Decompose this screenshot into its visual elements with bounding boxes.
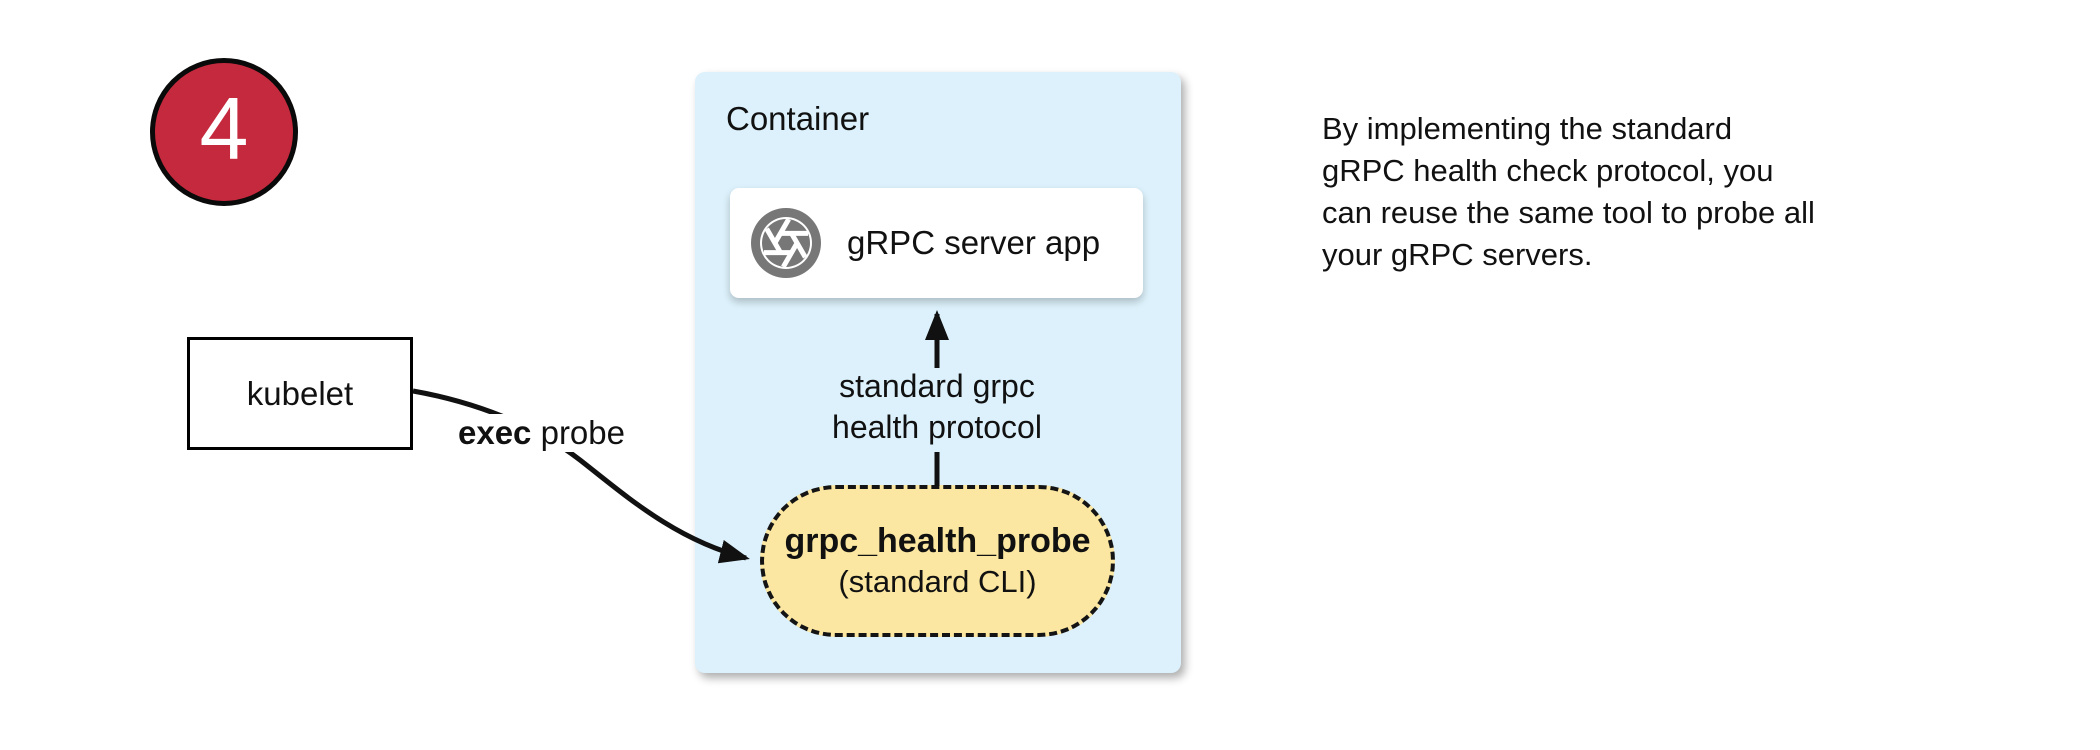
explanation-text: By implementing the standard gRPC health… (1322, 111, 1815, 272)
exec-probe-label-rest: probe (531, 414, 625, 451)
grpc-health-probe-subtitle: (standard CLI) (838, 563, 1037, 599)
step-number: 4 (199, 79, 249, 178)
container-box: Container gRPC server app grpc_health_pr… (695, 72, 1181, 673)
aperture-icon (751, 208, 821, 278)
health-protocol-arrow-label: standard grpc health protocol (832, 368, 1042, 445)
exec-probe-arrow-label: exec probe (455, 414, 628, 452)
kubelet-label: kubelet (246, 374, 354, 412)
exec-probe-label-bold: exec (458, 414, 532, 451)
container-title: Container (726, 100, 870, 137)
kubelet-box: kubelet (187, 337, 413, 450)
grpc-health-probe-title: grpc_health_probe (784, 522, 1091, 561)
grpc-server-app-box: gRPC server app (730, 188, 1143, 298)
grpc-server-app-label: gRPC server app (847, 224, 1101, 261)
grpc-health-probe-box: grpc_health_probe (standard CLI) (760, 485, 1115, 637)
step-number-badge: 4 (150, 58, 298, 206)
